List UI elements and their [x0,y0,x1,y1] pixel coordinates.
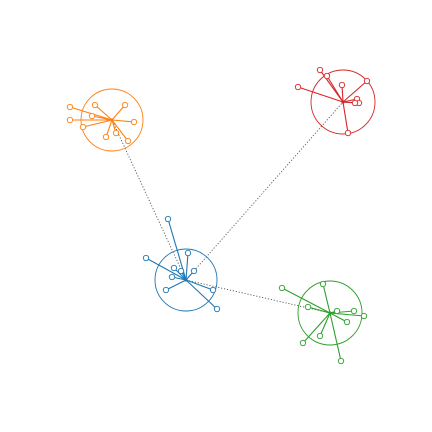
leaf-node-blue-0 [142,254,150,262]
leaf-node-green-1 [319,280,327,288]
cluster-edge-green-0 [281,287,331,314]
leaf-node-green-7 [299,339,307,347]
cluster-edge-orange-4 [111,104,126,121]
leaf-node-orange-5 [130,118,138,126]
leaf-node-orange-0 [66,103,74,111]
cluster-edge-blue-9 [185,279,218,310]
cluster-hub-green [328,311,332,315]
leaf-node-blue-7 [162,286,170,294]
cluster-edge-orange-2 [82,119,113,128]
leaf-node-green-8 [337,357,345,365]
leaf-node-orange-7 [102,133,110,141]
cluster-edge-orange-5 [111,119,135,123]
leaf-node-blue-1 [164,215,172,223]
leaf-node-red-8 [344,129,352,137]
leaf-node-orange-2 [79,123,87,131]
cluster-edge-green-8 [329,312,342,362]
cluster-hub-red [341,100,345,104]
leaf-node-orange-9 [88,112,96,120]
leaf-node-blue-4 [177,267,185,275]
leaf-node-green-3 [350,307,358,315]
leaf-node-red-1 [316,66,324,74]
leaf-node-green-0 [278,284,286,292]
leaf-node-green-2 [333,307,341,315]
cluster-edge-green-7 [302,312,331,344]
leaf-node-orange-6 [112,129,120,137]
cluster-green [278,280,368,365]
cluster-red [294,66,376,137]
cluster-edge-orange-3 [94,104,113,121]
leaf-node-orange-1 [66,116,74,124]
cluster-edge-green-9 [307,306,331,314]
cluster-ring-green [297,280,363,346]
cluster-edge-green-1 [322,283,331,314]
leaf-node-green-6 [316,332,324,340]
cluster-blue [142,215,221,313]
cluster-edge-green-3 [329,310,355,314]
leaf-node-green-9 [304,303,312,311]
leaf-node-red-0 [294,83,302,91]
cluster-edge-green-6 [319,312,331,337]
cluster-edge-orange-8 [111,119,129,142]
leaf-node-green-5 [343,318,351,326]
link-blue-orange [111,119,187,281]
leaf-node-red-7 [363,77,371,85]
leaf-node-blue-2 [184,249,192,257]
leaf-node-orange-4 [121,101,129,109]
leaf-node-blue-8 [209,286,217,294]
leaf-node-red-3 [338,81,346,89]
cluster-orange [66,88,144,152]
cluster-edge-blue-0 [145,257,187,281]
leaf-node-blue-3 [170,264,178,272]
leaf-node-orange-3 [91,101,99,109]
leaf-node-red-6 [351,99,359,107]
cluster-hub-orange [110,118,114,122]
clusters-layer [66,66,376,365]
leaf-node-blue-5 [190,267,198,275]
link-blue-red [185,101,344,281]
cluster-edge-blue-7 [165,279,187,291]
cluster-hub-blue [184,278,188,282]
leaf-node-orange-8 [124,137,132,145]
leaf-node-blue-6 [168,273,176,281]
leaf-node-green-4 [360,312,368,320]
cluster-edge-blue-2 [185,252,189,281]
cluster-ring-blue [154,248,218,312]
cluster-edge-red-7 [342,80,368,103]
cluster-edge-red-2 [326,75,344,103]
cluster-ring-red [310,69,376,135]
leaf-node-red-2 [323,72,331,80]
cluster-edge-blue-8 [185,279,214,291]
cluster-edge-green-5 [329,312,348,323]
cluster-edge-red-8 [342,101,349,134]
cluster-edge-red-0 [297,86,344,103]
cluster-edge-orange-9 [91,115,113,121]
leaf-node-blue-9 [213,305,221,313]
